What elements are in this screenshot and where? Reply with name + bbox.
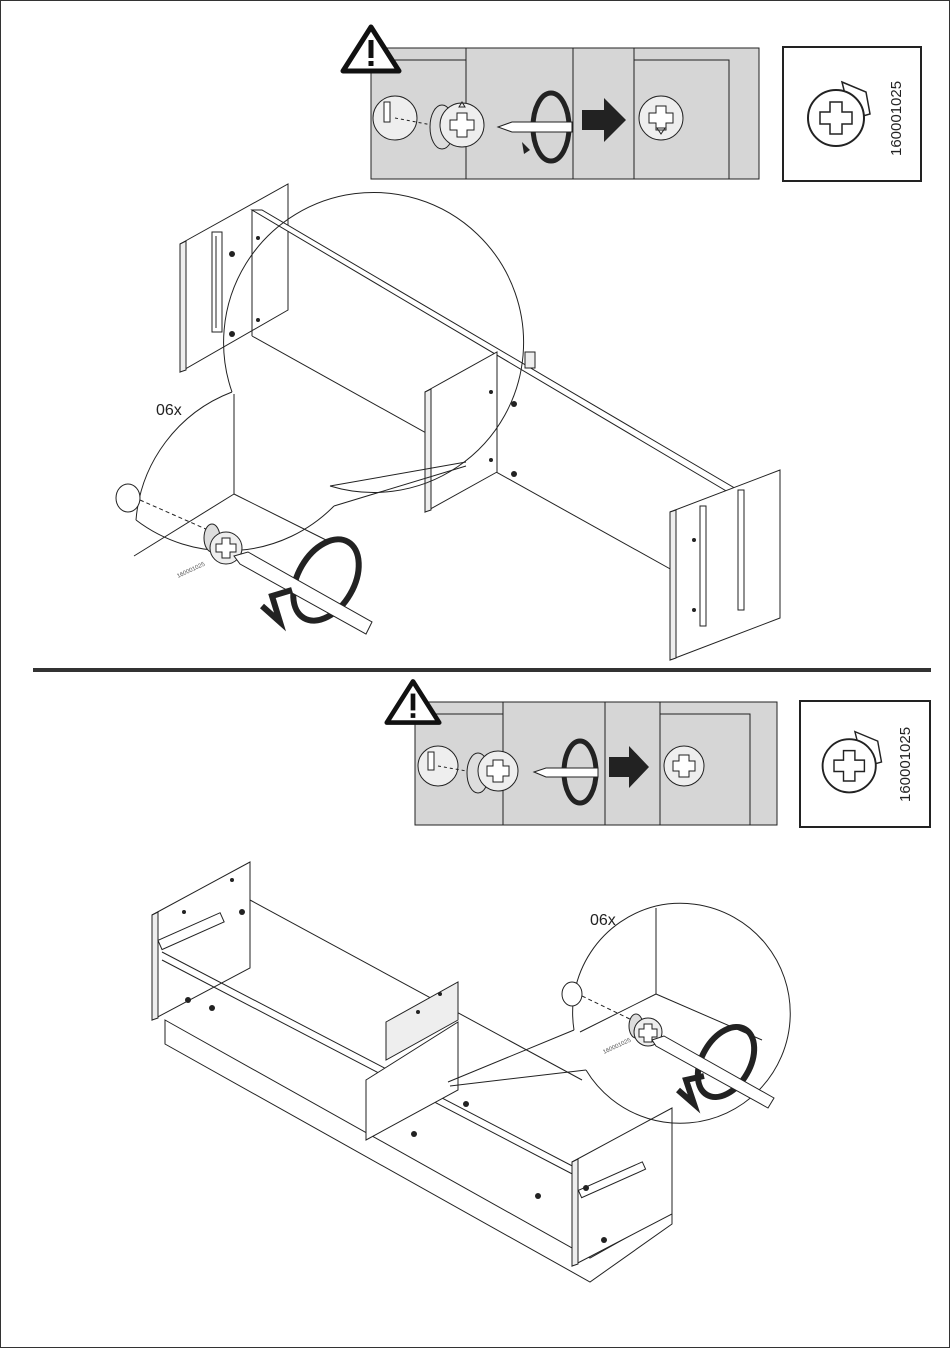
cam-lock-icon bbox=[800, 74, 880, 154]
warning-triangle-icon bbox=[340, 24, 402, 74]
step-divider bbox=[33, 668, 931, 672]
svg-text:160001025: 160001025 bbox=[176, 561, 206, 579]
cabinet-assembly-drawing: 160001025 bbox=[110, 180, 790, 670]
part-reference-box: 160001025 bbox=[782, 46, 922, 182]
quantity-label: 06x bbox=[590, 912, 616, 930]
cam-lock-icon bbox=[815, 724, 891, 800]
cabinet-assembly-drawing: 160001025 bbox=[140, 855, 780, 1295]
svg-text:160001025: 160001025 bbox=[602, 1037, 632, 1055]
part-code: 160001025 bbox=[897, 727, 914, 802]
warning-triangle-icon bbox=[384, 678, 442, 726]
part-reference-box: 160001025 bbox=[799, 700, 931, 828]
part-code: 160001025 bbox=[888, 81, 905, 156]
quantity-label: 06x bbox=[156, 402, 182, 420]
